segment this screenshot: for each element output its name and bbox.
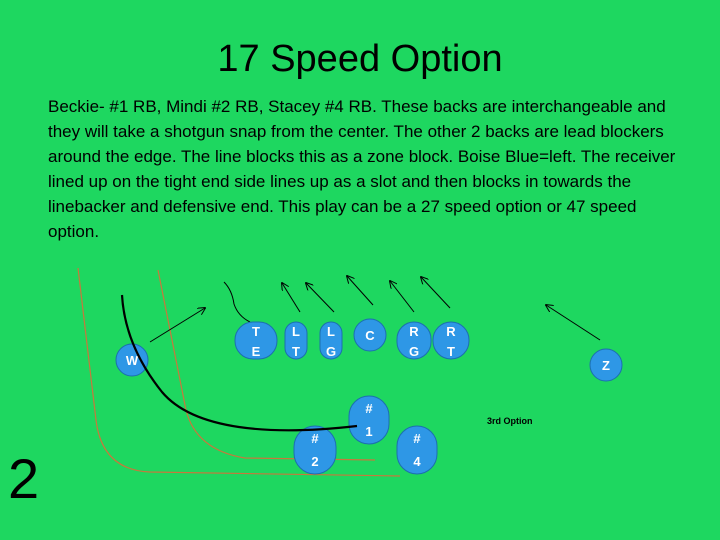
svg-text:R: R — [446, 324, 456, 339]
player-lt: L T — [284, 321, 308, 360]
pitch-line-outer — [77, 267, 401, 477]
option-note: 3rd Option — [487, 416, 533, 426]
svg-text:#: # — [413, 431, 421, 446]
svg-text:4: 4 — [413, 454, 421, 469]
te-block-line — [223, 281, 251, 323]
player-c: C — [353, 318, 387, 352]
svg-text:#: # — [365, 401, 373, 416]
player-rg: R G — [396, 321, 432, 360]
player-rt: R T — [432, 321, 470, 360]
player-te: T E — [234, 321, 278, 360]
svg-text:T: T — [292, 344, 300, 359]
svg-text:#: # — [311, 431, 319, 446]
svg-text:L: L — [327, 324, 335, 339]
w-block-arrow — [149, 308, 205, 343]
ball-carrier-route — [120, 294, 358, 432]
svg-text:2: 2 — [311, 454, 318, 469]
lt-block-arrow — [282, 283, 301, 313]
slide-title: 17 Speed Option — [217, 38, 503, 80]
svg-text:W: W — [126, 353, 139, 368]
svg-text:G: G — [409, 344, 419, 359]
play-description: Beckie- #1 RB, Mindi #2 RB, Stacey #4 RB… — [48, 97, 676, 241]
svg-text:L: L — [292, 324, 300, 339]
c-block-arrow — [347, 276, 374, 306]
svg-text:T: T — [252, 324, 260, 339]
player-w: W — [115, 343, 149, 377]
svg-text:1: 1 — [365, 424, 372, 439]
svg-text:R: R — [409, 324, 419, 339]
svg-text:G: G — [326, 344, 336, 359]
pitch-line-inner — [157, 269, 376, 461]
rg-block-arrow — [390, 281, 415, 313]
svg-text:Z: Z — [602, 358, 610, 373]
lg-block-arrow — [306, 283, 335, 313]
player-rb2: # 2 — [293, 425, 337, 475]
svg-text:E: E — [252, 344, 261, 359]
player-z: Z — [589, 348, 623, 382]
player-lg: L G — [319, 321, 343, 360]
slide-number: 2 — [8, 447, 40, 510]
player-rb1: # 1 — [348, 395, 390, 445]
svg-text:T: T — [447, 344, 455, 359]
player-rb4: # 4 — [396, 425, 438, 475]
z-block-arrow — [546, 305, 601, 341]
rt-block-arrow — [421, 277, 451, 309]
svg-text:C: C — [365, 328, 375, 343]
